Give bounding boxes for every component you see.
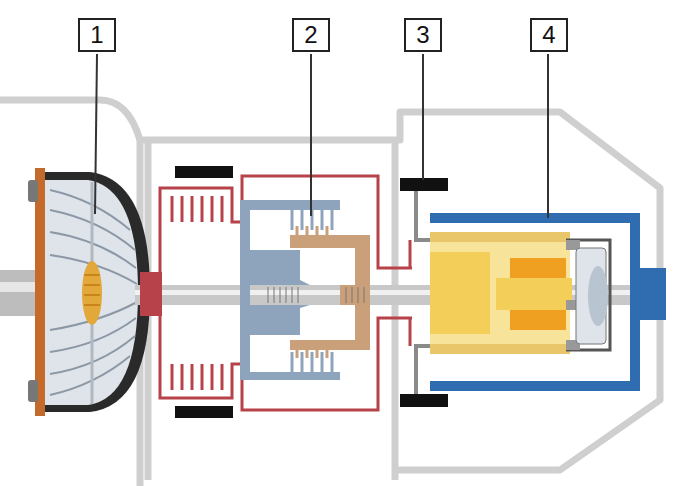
- planetary-gear-set: [430, 218, 666, 386]
- callout-number: 3: [416, 23, 429, 47]
- callout-box: 4: [530, 18, 568, 52]
- clutch-drum: [240, 200, 340, 380]
- clutch-housing: [150, 176, 412, 410]
- callout-number: 4: [542, 23, 555, 47]
- callout-number: 1: [90, 23, 103, 47]
- clutch-hub: [290, 235, 370, 350]
- callout-box: 2: [292, 18, 330, 52]
- callout-box: 1: [78, 18, 116, 52]
- housing-outline: [0, 100, 660, 486]
- callout-number: 2: [304, 23, 317, 47]
- leader-line: [95, 54, 548, 218]
- torque-converter: [28, 168, 150, 416]
- callout-box: 3: [404, 18, 442, 52]
